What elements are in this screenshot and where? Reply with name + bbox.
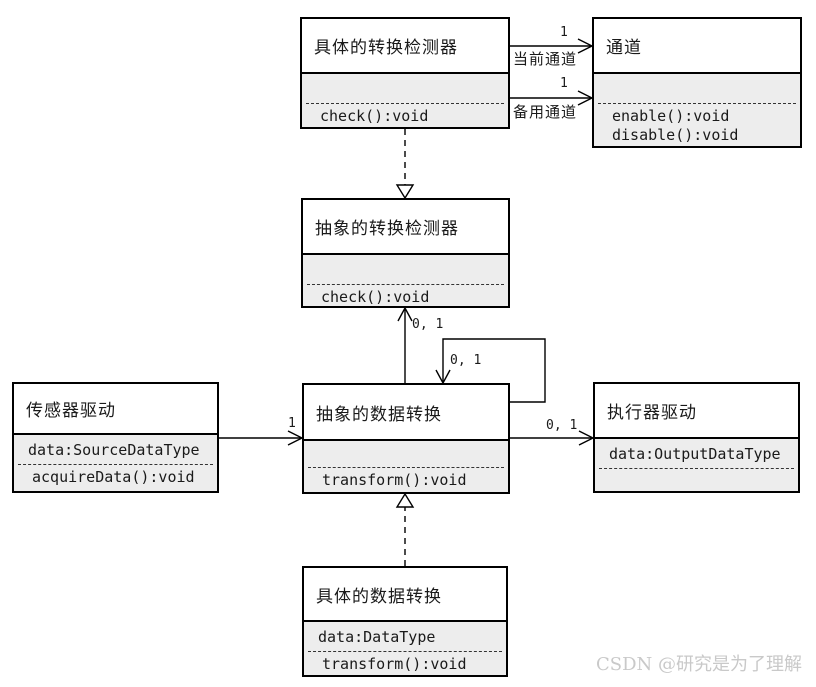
edge-label-backup-channel: 备用通道	[513, 103, 578, 121]
class-title: 执行器驱动	[595, 384, 798, 439]
class-box-channel: 通道 enable():void disable():void	[592, 17, 802, 148]
class-title: 抽象的数据转换	[304, 385, 508, 441]
edge-label-current-channel: 当前通道	[513, 50, 578, 68]
class-compartment: check():void	[303, 255, 508, 306]
class-box-sensor-driver: 传感器驱动 data:SourceDataType acquireData():…	[12, 382, 219, 493]
operation-line: enable():void	[612, 107, 730, 125]
operation-line: check():void	[320, 107, 429, 125]
class-compartment: transform():void	[304, 441, 508, 492]
multiplicity-transform-self: 0, 1	[450, 353, 482, 368]
attribute-line: data:OutputDataType	[609, 445, 781, 463]
class-title: 具体的转换检测器	[302, 19, 508, 74]
class-box-abstract-transform: 抽象的数据转换 transform():void	[302, 383, 510, 494]
class-compartment: check():void	[302, 74, 508, 127]
multiplicity-transform-to-actuator: 0, 1	[546, 418, 578, 433]
class-title: 具体的数据转换	[304, 568, 506, 622]
attribute-line: data:SourceDataType	[28, 441, 200, 459]
class-box-concrete-detector: 具体的转换检测器 check():void	[300, 17, 510, 129]
operation-line: check():void	[321, 288, 430, 306]
class-compartment: enable():void disable():void	[594, 74, 800, 146]
multiplicity-current-channel: 1	[560, 25, 568, 40]
association-arrow-sensor-to-transform	[219, 430, 304, 446]
class-compartment: data:OutputDataType	[595, 439, 798, 491]
realization-arrow-transform	[395, 492, 415, 566]
operation-line: transform():void	[322, 471, 467, 489]
class-compartment: data:DataType transform():void	[304, 622, 506, 675]
class-title: 通道	[594, 19, 800, 74]
class-box-abstract-detector: 抽象的转换检测器 check():void	[301, 198, 510, 308]
class-box-concrete-transform: 具体的数据转换 data:DataType transform():void	[302, 566, 508, 677]
class-title: 抽象的转换检测器	[303, 200, 508, 255]
class-title: 传感器驱动	[14, 384, 217, 435]
multiplicity-transform-to-detector: 0, 1	[412, 317, 444, 332]
multiplicity-sensor-to-transform: 1	[288, 416, 296, 431]
association-arrow-transform-to-detector	[397, 306, 413, 383]
csdn-watermark: CSDN @研究是为了理解	[595, 654, 802, 675]
realization-arrow-detector	[395, 129, 415, 200]
operation-line: disable():void	[612, 126, 739, 144]
attribute-line: data:DataType	[318, 628, 436, 646]
operation-line: acquireData():void	[32, 468, 195, 486]
class-compartment: data:SourceDataType acquireData():void	[14, 435, 217, 491]
operation-line: transform():void	[322, 655, 467, 673]
class-box-actuator-driver: 执行器驱动 data:OutputDataType	[593, 382, 800, 493]
association-arrow-transform-to-actuator	[510, 430, 595, 446]
multiplicity-backup-channel: 1	[560, 76, 568, 91]
